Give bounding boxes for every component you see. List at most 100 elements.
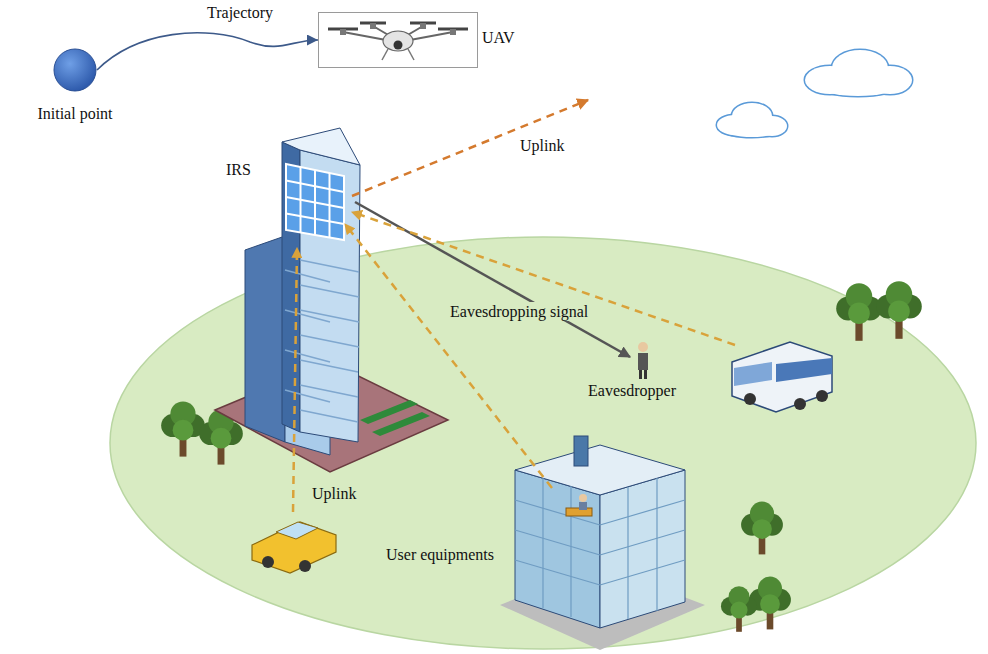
user-building: [579, 494, 587, 502]
box-shape: [328, 23, 468, 29]
irs-building: [285, 350, 330, 362]
signal-arrows: [352, 100, 588, 196]
cloud: [717, 50, 912, 137]
user-building: [574, 436, 588, 466]
bus: [732, 342, 832, 412]
bus: [816, 390, 828, 402]
user-building: [515, 530, 600, 555]
bus: [794, 398, 806, 410]
user-building: [515, 560, 600, 585]
signal-arrows: [293, 100, 735, 512]
irs-building: [300, 260, 359, 272]
scene-label: Eavesdropping signal: [448, 302, 590, 321]
bus: [744, 393, 756, 405]
cloud: [724, 123, 780, 137]
box-shape: [318, 12, 478, 68]
eavesdropper-figure: [638, 342, 648, 379]
uav-label: UAV: [482, 28, 515, 47]
trees: [741, 502, 783, 555]
box-shape: [450, 29, 456, 35]
user-building: [579, 502, 587, 510]
user-building: [627, 487, 628, 619]
bus: [734, 362, 772, 386]
user-building: [515, 500, 600, 525]
irs-panel: [286, 167, 344, 238]
irs-building: [285, 270, 330, 282]
plaza: [372, 412, 430, 436]
user-building: [515, 445, 685, 495]
eavesdropper-figure: [644, 370, 647, 379]
user-building: [515, 470, 600, 628]
irs-building: [285, 310, 330, 322]
irs-building: [282, 128, 360, 165]
cloud: [818, 76, 898, 96]
user-building: [600, 530, 685, 555]
irs-building: [245, 128, 360, 455]
trees: [876, 281, 922, 339]
uav-box: UAV: [318, 12, 478, 68]
circle-shape: [54, 49, 96, 91]
ground: [110, 237, 976, 649]
scene-label: Uplink: [312, 484, 356, 503]
user-building: [515, 478, 685, 619]
box-shape: [343, 32, 386, 40]
scene-label: User equipments: [386, 545, 494, 564]
irs-building: [285, 390, 330, 402]
cloud: [717, 50, 912, 137]
box-shape: [319, 13, 478, 68]
user-building: [600, 500, 685, 525]
box-shape: [382, 49, 414, 60]
cloud: [717, 50, 912, 137]
bus: [732, 342, 832, 412]
irs-building: [300, 285, 359, 297]
irs-building: [300, 335, 359, 347]
box-shape: [328, 23, 468, 60]
irs-building: [245, 236, 285, 442]
box-shape: [410, 32, 453, 40]
trees: [721, 586, 757, 632]
eavesdropper-figure: [639, 370, 642, 379]
signal-arrows: [293, 248, 297, 512]
irs-panel: [286, 214, 344, 225]
signal-arrows: [352, 212, 735, 345]
circle-shape: [53, 48, 97, 92]
signal-arrows: [345, 224, 552, 488]
irs-panel: [286, 164, 344, 240]
trees: [836, 283, 882, 341]
user-building: [542, 478, 543, 608]
bus: [776, 358, 832, 382]
eavesdropper-figure: [638, 342, 648, 352]
cloud: [818, 76, 898, 96]
taxi: [276, 522, 318, 539]
box-shape: [408, 49, 414, 60]
signal-arrows: [355, 202, 630, 357]
box-shape: [340, 29, 346, 35]
box-shape: [383, 31, 413, 51]
taxi: [299, 560, 311, 572]
trajectory-line: [97, 33, 318, 70]
user-building: [600, 470, 685, 628]
taxi: [262, 556, 274, 568]
ground: [110, 237, 976, 649]
irs-panel: [286, 181, 344, 193]
cloud: [724, 123, 780, 137]
scene-label: Eavesdropper: [588, 381, 676, 400]
edge-label: Trajectory: [205, 3, 275, 22]
eavesdropper-figure: [638, 353, 648, 370]
irs-building: [300, 410, 358, 422]
user-building: [600, 560, 685, 585]
taxi: [252, 522, 336, 573]
box-shape: [420, 23, 426, 29]
trees: [161, 401, 205, 456]
scene-label: IRS: [226, 160, 251, 179]
irs-panel: [286, 197, 344, 208]
scene-label: Uplink: [520, 136, 564, 155]
irs-panel: [286, 164, 344, 240]
start-point: Initial point: [53, 48, 97, 92]
user-building: [656, 478, 657, 611]
user-building: [500, 436, 705, 650]
irs-building: [300, 385, 358, 397]
box-shape: [382, 49, 388, 60]
